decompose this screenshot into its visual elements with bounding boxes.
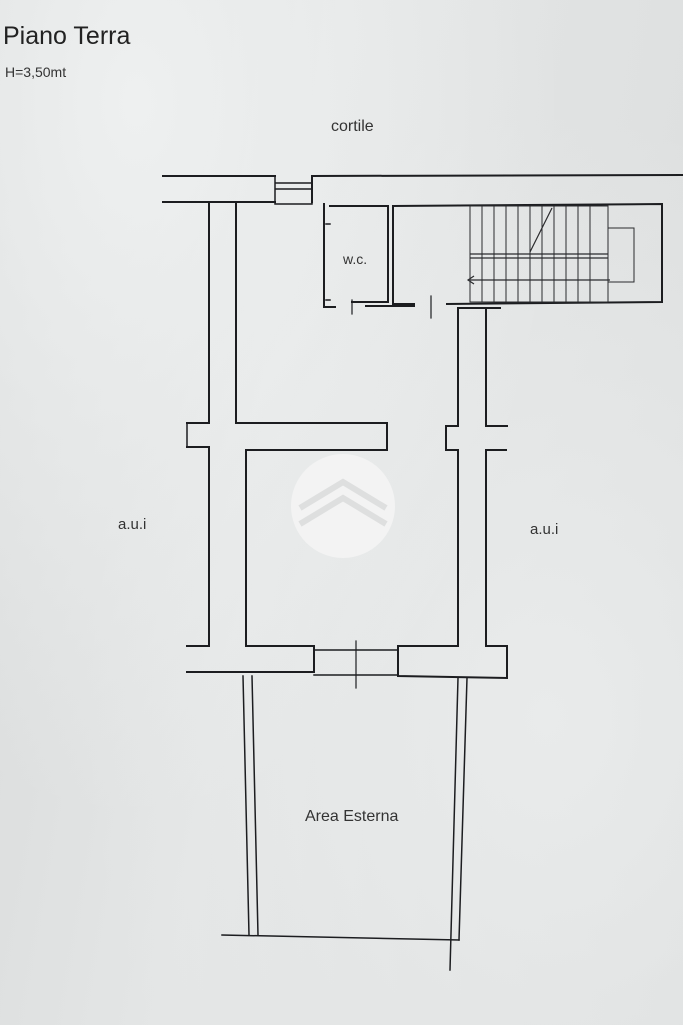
outdoor-bottom-line (221, 934, 460, 941)
left-wall-lower-inner (245, 449, 315, 647)
wc-label: w.c. (343, 251, 368, 267)
left-wall-lower-outer (186, 446, 210, 647)
top-window (274, 175, 313, 205)
ceiling-height-note: H=3,50mt (5, 64, 67, 80)
adjacent-unit-left-label: a.u.i (118, 516, 147, 533)
bottom-wall (186, 645, 508, 680)
adjacent-unit-right-label: a.u.i (530, 521, 559, 538)
right-wall-inner (397, 307, 459, 647)
left-wall-inner (235, 203, 388, 451)
outdoor-right-wall (449, 677, 468, 971)
stair-room-wall (391, 202, 663, 306)
courtyard-boundary-line (162, 173, 683, 178)
right-wall-outer (485, 307, 508, 647)
outdoor-area-label: Area Esterna (305, 808, 399, 825)
left-wall-outer (162, 201, 210, 424)
wc-wall (323, 203, 415, 308)
house-roof-watermark-icon (291, 454, 395, 558)
plan-title: Piano Terra (3, 22, 131, 50)
staircase (466, 205, 635, 303)
courtyard-label: cortile (331, 118, 374, 135)
wc-door-jamb (325, 223, 331, 301)
outdoor-left-wall (242, 675, 259, 936)
stair-direction-arrow (470, 207, 610, 281)
